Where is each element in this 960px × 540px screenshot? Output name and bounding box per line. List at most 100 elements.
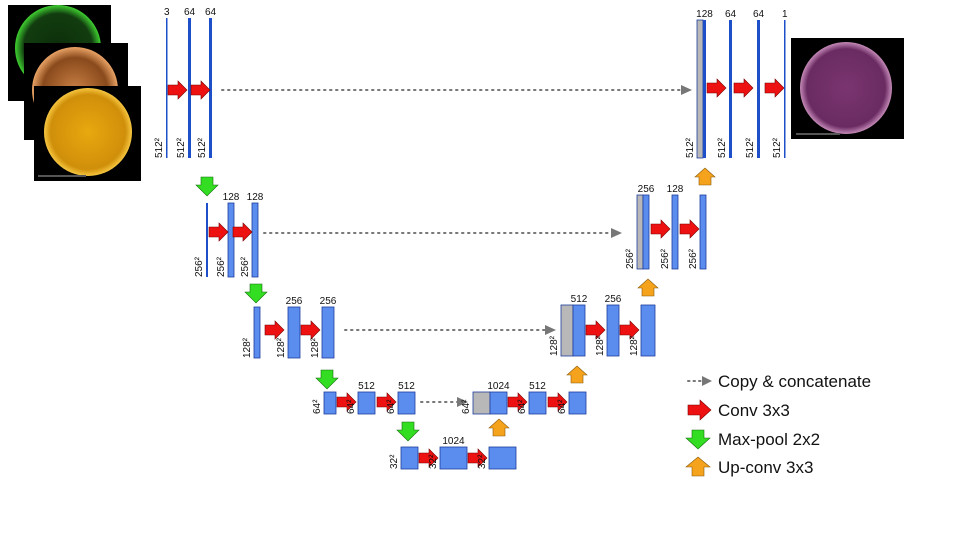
conv-arrow-18 bbox=[733, 78, 754, 98]
conv-arrow-2 bbox=[190, 80, 211, 100]
upconv-arrow-2 bbox=[566, 365, 588, 384]
feature-map-dec3-2 bbox=[640, 304, 656, 357]
operation-arrows bbox=[167, 78, 785, 468]
channel-label-dec2-1: 128 bbox=[667, 184, 684, 195]
feature-map-enc4-1 bbox=[357, 391, 376, 415]
size-label-dec1-0: 512² bbox=[685, 137, 696, 158]
size-label-enc3-2: 128² bbox=[310, 337, 321, 358]
channel-label-enc1-1: 64 bbox=[184, 7, 196, 18]
gray-dotted-arrow-icon bbox=[702, 376, 712, 386]
size-label-bot-2: 32² bbox=[477, 454, 488, 469]
conv-arrow-7 bbox=[336, 392, 357, 412]
size-label-bot-0: 32² bbox=[389, 454, 400, 469]
feature-map-dec4-1 bbox=[528, 391, 547, 415]
upconv-arrow-1 bbox=[488, 418, 510, 437]
copy-arrow-3-head bbox=[545, 325, 556, 335]
conv-arrow-13 bbox=[585, 320, 606, 340]
feature-map-bot-0 bbox=[400, 446, 419, 470]
conv-arrow-1 bbox=[167, 80, 188, 100]
copy-arrow-1-head bbox=[681, 85, 692, 95]
size-label-enc3-0: 128² bbox=[242, 337, 253, 358]
size-label-dec2-1: 256² bbox=[660, 248, 671, 269]
channel-label-dec4-0b: 1024 bbox=[487, 381, 510, 392]
feature-map-dec4-0 bbox=[472, 391, 491, 415]
pool-arrow-3 bbox=[315, 369, 339, 390]
size-label-dec2-0: 256² bbox=[625, 248, 636, 269]
size-label-enc4-2: 64² bbox=[386, 399, 397, 414]
channel-label-enc3-1: 256 bbox=[286, 296, 303, 307]
feature-map-bot-1 bbox=[439, 446, 468, 470]
size-label-dec3-0: 128² bbox=[549, 335, 560, 356]
size-label-dec3-1: 128² bbox=[595, 335, 606, 356]
channel-label-dec1-2: 64 bbox=[753, 9, 765, 20]
channel-label-bot-1: 1024 bbox=[442, 436, 465, 447]
conv-arrow-5 bbox=[264, 320, 285, 340]
feature-map-dec2-1 bbox=[671, 194, 679, 270]
copy-arrow-2-head bbox=[611, 228, 622, 238]
size-label-dec4-1: 64² bbox=[517, 399, 528, 414]
upconv-arrow-3 bbox=[637, 278, 659, 297]
size-label-enc1-0: 512² bbox=[154, 137, 165, 158]
feature-map-dec1-2 bbox=[757, 20, 760, 158]
conv-arrow-14 bbox=[619, 320, 640, 340]
feature-map-dec3-0b bbox=[572, 304, 586, 357]
conv-arrow-9 bbox=[418, 448, 439, 468]
size-label-dec4-2: 64² bbox=[557, 399, 568, 414]
channel-label-dec1-1: 64 bbox=[725, 9, 737, 20]
feature-map-dec2-0 bbox=[636, 194, 644, 270]
conv-arrow-12 bbox=[547, 392, 568, 412]
conv-arrow-11 bbox=[507, 392, 528, 412]
input-image-gold bbox=[34, 86, 141, 181]
feature-map-enc4-0 bbox=[323, 391, 337, 415]
copy-arrow-4-head bbox=[457, 397, 468, 407]
feature-map-dec2-2 bbox=[699, 194, 707, 270]
conv-arrow-16 bbox=[679, 219, 700, 239]
conv-arrow-15 bbox=[650, 219, 671, 239]
size-label-enc2-2: 256² bbox=[240, 256, 251, 277]
feature-map-dec2-0b bbox=[642, 194, 650, 270]
feature-map-dec1-1 bbox=[729, 20, 732, 158]
channel-label-dec1-3: 1 bbox=[782, 9, 788, 20]
feature-map-enc3-0 bbox=[253, 306, 261, 359]
channel-label-enc1-0: 3 bbox=[164, 7, 170, 18]
channel-label-enc2-1: 128 bbox=[223, 192, 240, 203]
feature-map-enc1-1 bbox=[188, 18, 191, 158]
upconv-arrow-4 bbox=[694, 167, 716, 186]
size-label-enc2-1: 256² bbox=[216, 256, 227, 277]
feature-map-enc1-0 bbox=[166, 18, 168, 158]
feature-maps bbox=[166, 18, 786, 470]
channel-label-enc1-2: 64 bbox=[205, 7, 217, 18]
pool-arrow-1 bbox=[195, 176, 219, 197]
conv-arrow-8 bbox=[376, 392, 397, 412]
conv-arrow-3 bbox=[208, 222, 229, 242]
feature-map-enc2-0 bbox=[206, 203, 208, 277]
size-label-enc1-2: 512² bbox=[197, 137, 208, 158]
feature-map-enc2-2 bbox=[251, 202, 259, 278]
red-right-arrow-icon bbox=[687, 399, 712, 421]
feature-map-enc3-2 bbox=[321, 306, 335, 359]
feature-map-dec3-1 bbox=[606, 304, 620, 357]
feature-map-dec1-0 bbox=[696, 19, 704, 159]
channel-label-enc2-2: 128 bbox=[247, 192, 264, 203]
channel-label-dec3-1: 256 bbox=[605, 294, 622, 305]
legend-label-conv: Conv 3x3 bbox=[718, 401, 790, 420]
size-label-enc3-1: 128² bbox=[276, 337, 287, 358]
input-images bbox=[8, 5, 141, 181]
legend-label-pool: Max-pool 2x2 bbox=[718, 430, 820, 449]
size-label-dec3-2: 128² bbox=[629, 335, 640, 356]
channel-label-dec3-0b: 512 bbox=[571, 294, 588, 305]
channel-label-dec4-1: 512 bbox=[529, 381, 546, 392]
conv-arrow-19 bbox=[764, 78, 785, 98]
conv-arrow-17 bbox=[706, 78, 727, 98]
size-label-enc1-1: 512² bbox=[176, 137, 187, 158]
feature-map-enc1-2 bbox=[209, 18, 212, 158]
size-label-enc4-0: 64² bbox=[312, 399, 323, 414]
legend-label-copy: Copy & concatenate bbox=[718, 372, 871, 391]
channel-label-enc4-2: 512 bbox=[398, 381, 415, 392]
conv-arrow-6 bbox=[300, 320, 321, 340]
layer-labels: 3 512² 64 512² 64 512² 256² 128 256² 128 256² 128² 2… bbox=[154, 7, 788, 469]
green-down-arrow-icon bbox=[685, 429, 711, 450]
channel-label-enc4-1: 512 bbox=[358, 381, 375, 392]
size-label-dec4-0: 64² bbox=[461, 399, 472, 414]
